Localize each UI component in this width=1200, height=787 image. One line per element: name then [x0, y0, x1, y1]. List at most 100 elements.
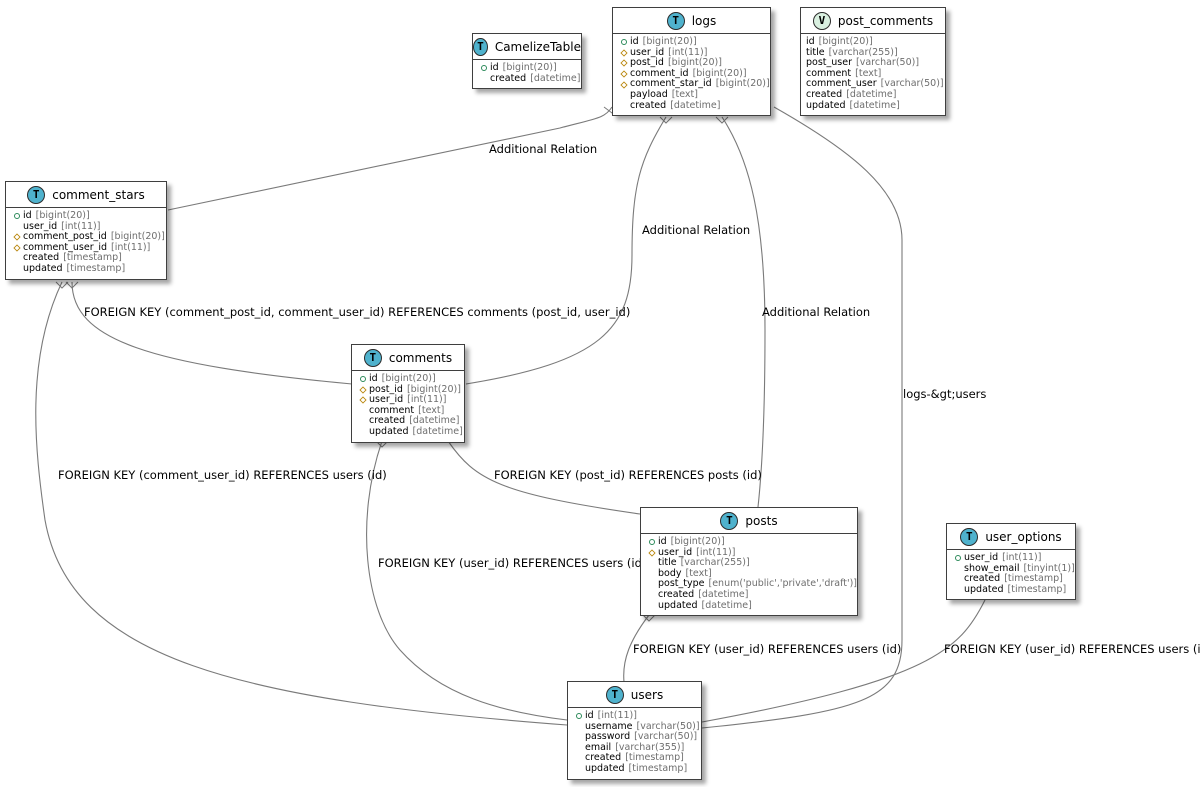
attribute-row: user_id[int(11)] — [11, 220, 161, 233]
no-key-spacer — [481, 76, 487, 82]
no-key-spacer — [576, 724, 582, 730]
attribute-name: updated — [964, 583, 1004, 595]
relation-line-logs-users — [701, 106, 903, 729]
attribute-type: [tinyint(1)] — [1023, 562, 1075, 574]
attribute-row: updated[datetime] — [806, 99, 940, 112]
key-marker — [618, 39, 629, 46]
attribute-name: created — [806, 88, 843, 100]
no-key-spacer — [621, 103, 627, 109]
no-key-spacer — [955, 587, 961, 593]
attribute-row: updated[datetime] — [357, 425, 463, 438]
attribute-list: id[bigint(20)]user_id[int(11)]post_id[bi… — [613, 34, 770, 115]
key-marker — [618, 92, 629, 98]
key-marker — [618, 70, 629, 78]
attribute-row: created[timestamp] — [11, 253, 161, 264]
foreign-key-icon — [12, 244, 21, 252]
key-marker — [952, 555, 963, 562]
attribute-type: [text] — [418, 404, 445, 416]
key-marker — [573, 766, 584, 772]
no-key-spacer — [649, 571, 655, 577]
attribute-name: body — [658, 567, 682, 579]
attribute-type: [int(11)] — [668, 46, 708, 58]
relation-label-logs-posts: Additional Relation — [762, 305, 871, 319]
relation-line-comment-stars-users — [35, 281, 568, 726]
attribute-type: [enum('public','private','draft')] — [708, 578, 858, 590]
attribute-type: [timestamp] — [1004, 573, 1063, 585]
attribute-list: id[bigint(20)]post_id[bigint(20)]user_id… — [352, 371, 464, 442]
attribute-row: body[text] — [646, 567, 852, 580]
cardinality-mark — [715, 116, 729, 124]
relation-label-logs-users: logs-&gt;users — [903, 387, 987, 401]
table-badge-icon: T — [473, 37, 488, 56]
attribute-type: [int(11)] — [111, 241, 151, 253]
primary-key-icon — [359, 376, 366, 383]
relation-line-comments-users — [366, 440, 568, 721]
attribute-name: updated — [23, 262, 63, 274]
attribute-row: created[datetime] — [357, 415, 460, 427]
key-marker — [646, 560, 657, 566]
relation-line-logs-posts — [721, 116, 766, 508]
key-marker — [357, 429, 368, 435]
attribute-type: [timestamp] — [628, 762, 688, 774]
attribute-name: user_id — [630, 46, 665, 58]
attribute-row: post_user[varchar(50)] — [806, 58, 940, 69]
no-key-spacer — [14, 266, 20, 272]
attribute-type: [int(11)] — [696, 546, 736, 558]
cardinality-mark — [375, 440, 389, 448]
attribute-name: title — [658, 557, 677, 569]
cardinality-mark — [55, 281, 69, 289]
attribute-row: comment_star_id[bigint(20)] — [618, 78, 770, 90]
attribute-name: comment_user_id — [23, 241, 108, 253]
attribute-name: updated — [806, 99, 846, 111]
attribute-name: user_id — [658, 546, 693, 558]
no-key-spacer — [576, 734, 582, 740]
key-marker — [573, 734, 584, 740]
relation-line-logs-comment-stars — [167, 106, 613, 211]
attribute-type: [varchar(50)] — [880, 78, 944, 90]
attribute-row: payload[text] — [618, 89, 765, 101]
key-marker — [952, 566, 963, 572]
relation-line-comment-stars-comments — [71, 281, 353, 385]
no-key-spacer — [955, 566, 961, 572]
key-marker — [573, 713, 584, 720]
attribute-name: updated — [369, 425, 409, 437]
attribute-row: user_id[int(11)] — [646, 546, 852, 559]
attribute-name: comment_star_id — [630, 78, 712, 90]
attribute-type: [int(11)] — [1002, 552, 1042, 563]
attribute-row: created[datetime] — [478, 73, 581, 85]
key-marker — [646, 549, 657, 557]
attribute-type: [datetime] — [701, 599, 752, 611]
attribute-name: show_email — [964, 562, 1020, 574]
attribute-row: post_id[bigint(20)] — [357, 384, 461, 396]
attribute-type: [bigint(20)] — [110, 231, 165, 243]
relation-line-comments-posts — [447, 440, 641, 515]
attribute-name: title — [806, 46, 825, 58]
attribute-name: comment_id — [630, 67, 689, 79]
table-badge-icon: T — [960, 527, 979, 546]
key-marker — [357, 386, 368, 394]
relation-label-comments-users: FOREIGN KEY (user_id) REFERENCES users (… — [378, 556, 647, 570]
attribute-type: [int(11)] — [61, 220, 101, 232]
attribute-name: comment_user — [806, 78, 877, 90]
attribute-row: id[bigint(20)] — [618, 36, 765, 48]
attribute-row: id[bigint(20)] — [478, 62, 576, 74]
attribute-name: created — [369, 415, 406, 427]
attribute-row: created[timestamp] — [952, 574, 1070, 585]
attribute-row: updated[timestamp] — [573, 762, 696, 775]
no-key-spacer — [576, 745, 582, 751]
attribute-name: created — [585, 752, 622, 764]
